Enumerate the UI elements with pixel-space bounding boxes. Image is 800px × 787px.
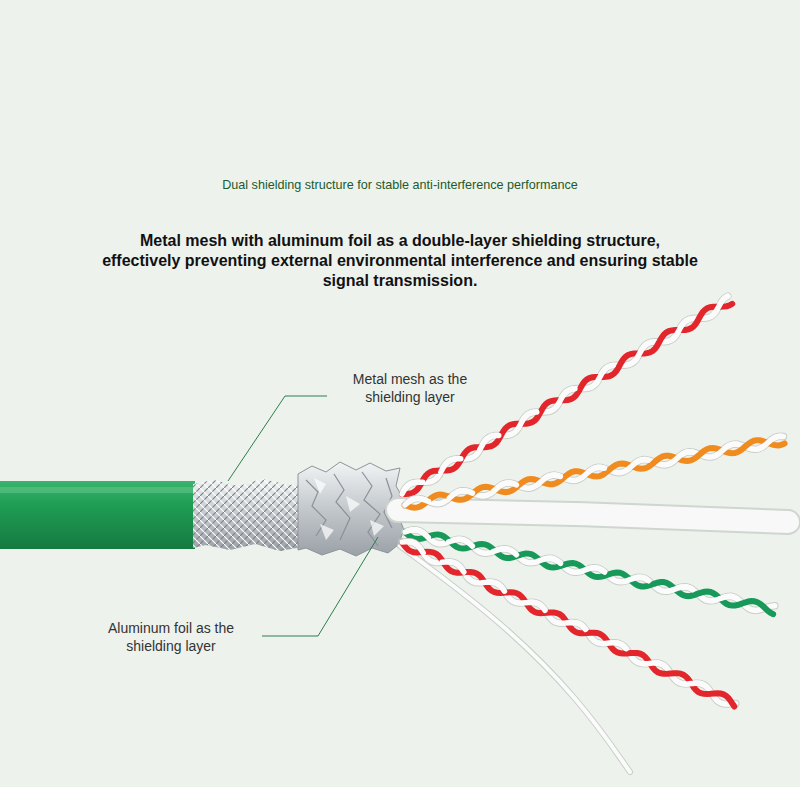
cable-jacket xyxy=(0,481,195,549)
title-holder: Dual shielding structure for stable anti… xyxy=(0,176,800,194)
label-holder: Metal mesh with aluminum foil as a doubl… xyxy=(100,231,700,291)
filler-tube-outline xyxy=(398,510,788,522)
description-note: Metal mesh with aluminum foil as a doubl… xyxy=(100,231,700,291)
metal-mesh-weave xyxy=(193,479,302,551)
twisted-pair xyxy=(405,530,775,614)
metal-mesh xyxy=(193,479,302,551)
label-holder: Metal mesh as the shielding layer xyxy=(335,370,485,406)
foil-creases xyxy=(306,472,392,546)
part-label: Metal mesh as the shielding layer xyxy=(335,370,485,406)
wires xyxy=(398,296,788,772)
twisted-pair xyxy=(405,436,785,507)
title: Dual shielding structure for stable anti… xyxy=(0,176,800,194)
leader-line xyxy=(228,396,327,481)
foil-highlights xyxy=(314,478,384,540)
twisted-pair xyxy=(402,542,736,707)
label-holder: Aluminum foil as the shielding layer xyxy=(85,619,257,655)
filler-tube xyxy=(398,510,788,522)
ripcord xyxy=(400,546,630,772)
part-label: Aluminum foil as the shielding layer xyxy=(85,619,257,655)
jacket-highlight xyxy=(0,487,195,493)
leader-line xyxy=(262,537,378,636)
ripcord-outline xyxy=(400,546,630,772)
